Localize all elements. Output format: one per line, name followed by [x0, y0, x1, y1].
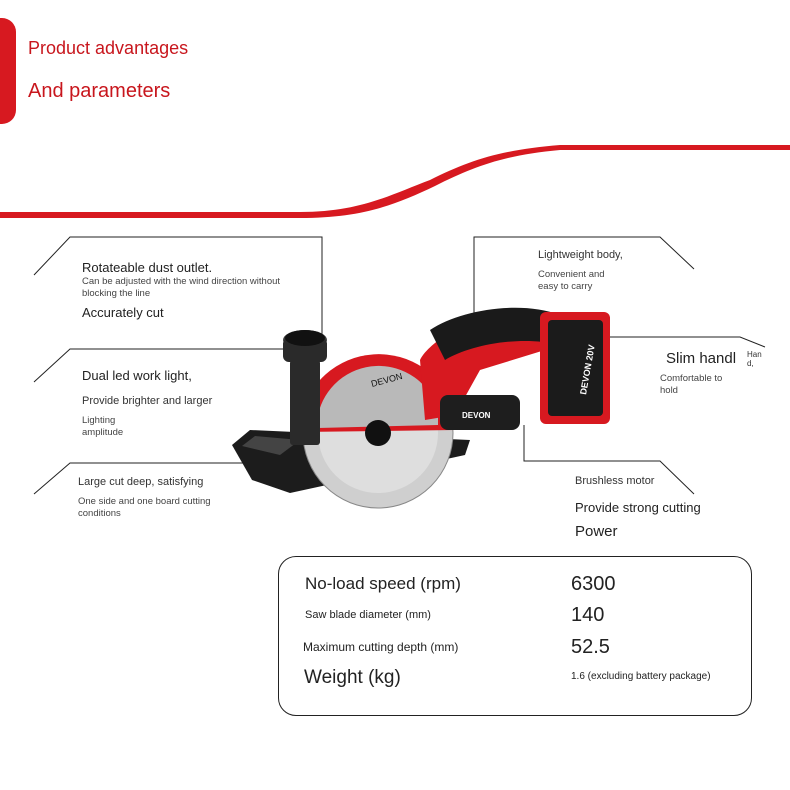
feature-handle-detail: Comfortable to hold — [660, 373, 723, 396]
feature-motor-detail: Provide strong cutting — [575, 500, 701, 515]
feature-body-detail: Convenient and easy to carry — [538, 269, 605, 292]
circular-saw-image — [232, 307, 610, 509]
feature-dust-title: Rotateable dust outlet. — [82, 260, 213, 275]
blade-arbor — [365, 420, 391, 446]
feature-handle-title: Slim handl — [666, 350, 737, 367]
callout-line-handle — [600, 336, 766, 348]
feature-dust-extra: Accurately cut — [82, 305, 164, 320]
dust-outlet — [290, 360, 320, 445]
callout-line-motor — [523, 425, 695, 495]
callout-line-body — [473, 236, 695, 320]
feature-led-detail: Provide brighter and larger — [82, 395, 213, 407]
specs-table: No-load speed (rpm) 6300 Saw blade diame… — [278, 556, 752, 716]
feature-motor-extra: Power — [575, 523, 618, 540]
feature-dust-detail: Can be adjusted with the wind direction … — [82, 276, 281, 299]
feature-led-title: Dual led work light, — [82, 368, 192, 383]
header-accent-tab — [0, 18, 16, 124]
spec-value-blade: 140 — [571, 604, 605, 626]
callout-lines — [33, 236, 766, 495]
saw-handle — [430, 307, 560, 360]
feature-depth-detail: One side and one board cutting condition… — [78, 496, 211, 519]
page-title: Product advantages — [28, 38, 189, 58]
spec-label-weight: Weight (kg) — [304, 667, 401, 688]
feature-motor-title: Brushless motor — [575, 475, 655, 487]
spec-value-weight: 1.6 (excluding battery package) — [571, 671, 711, 682]
spec-label-blade: Saw blade diameter (mm) — [305, 609, 431, 621]
housing-brand: DEVON — [462, 411, 491, 420]
spec-value-speed: 6300 — [571, 573, 616, 595]
feature-handle-title-overflow: Han d, — [747, 350, 762, 368]
spec-label-depth: Maximum cutting depth (mm) — [303, 640, 459, 654]
red-swoosh — [0, 145, 790, 218]
spec-value-depth: 52.5 — [571, 636, 610, 658]
feature-depth-title: Large cut deep, satisfying — [78, 476, 204, 488]
spec-label-speed: No-load speed (rpm) — [305, 574, 461, 593]
page-subtitle: And parameters — [28, 80, 171, 102]
callout-line-dust — [33, 236, 323, 345]
feature-led-extra: Lighting amplitude — [82, 415, 124, 438]
feature-body-title: Lightweight body, — [538, 249, 623, 261]
